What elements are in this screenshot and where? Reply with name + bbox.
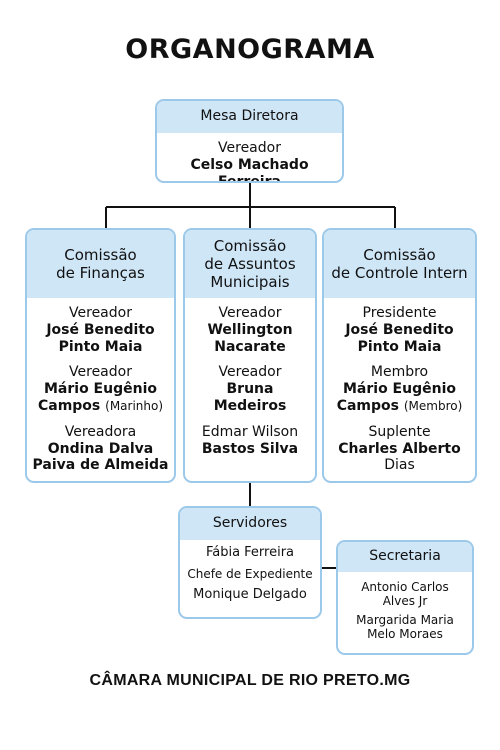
footer-caption: CÂMARA MUNICIPAL DE RIO PRETO.MG — [89, 672, 411, 689]
comissao-controle-interno-header: Comissão de Controle Intern — [324, 230, 475, 298]
header-line: Municipais — [210, 273, 290, 291]
member-role: Suplente — [368, 423, 431, 440]
servidor-line: Monique Delgado — [193, 586, 307, 602]
member-role: Vereador — [218, 364, 282, 381]
comissao-assuntos-municipais-box: Comissão de Assuntos Municipais Vereador… — [183, 228, 317, 483]
member: Vereador Mário Eugênio Campos (Marinho) — [27, 364, 174, 414]
secretaria-line: Alves Jr — [382, 594, 428, 609]
mesa-diretora-box: Mesa Diretora Vereador Celso Machado Fer… — [155, 99, 344, 183]
header-line: Comissão — [213, 237, 287, 255]
secretaria-line: Melo Moraes — [367, 627, 443, 642]
member-name: Mário Eugênio — [342, 381, 456, 398]
member-role: Presidente — [362, 305, 437, 321]
servidor-line: Chefe de Expediente — [187, 566, 313, 581]
header-line: de Finanças — [56, 264, 145, 282]
member-note: (Membro) — [403, 398, 463, 413]
member-role: Edmar Wilson — [201, 423, 299, 440]
member-role: Membro — [370, 364, 429, 381]
mesa-diretora-header: Mesa Diretora — [157, 101, 342, 133]
comissao-assuntos-municipais-header: Comissão de Assuntos Municipais — [185, 230, 315, 298]
header-line: Comissão — [64, 246, 137, 264]
member-role: Vereador — [69, 364, 132, 381]
member-name: Bastos Silva — [201, 440, 299, 457]
header-line: Comissão — [363, 246, 436, 264]
member: Membro Mário Eugênio Campos (Membro) — [324, 364, 475, 414]
header-line: de Controle Intern — [331, 264, 468, 282]
member: Vereador José Benedito Pinto Maia — [27, 305, 174, 355]
member: Edmar Wilson Bastos Silva — [185, 424, 315, 458]
member-name: José Benedito — [46, 321, 155, 338]
member: Antonio Carlos Alves Jr — [338, 580, 472, 609]
member-role: Vereadora — [64, 423, 137, 440]
member: Vereador Bruna Medeiros — [185, 364, 315, 414]
member: Vereador Wellington Nacarate — [185, 305, 315, 355]
member-note: (Marinho) — [105, 398, 164, 413]
member-name: José Benedito — [345, 321, 454, 338]
member-name: Pinto Maia — [58, 338, 143, 355]
member-name: Ondina Dalva — [47, 440, 154, 457]
mesa-role: Vereador — [218, 140, 281, 156]
comissao-controle-interno-box: Comissão de Controle Intern Presidente J… — [322, 228, 477, 483]
secretaria-line: Margarida Maria — [356, 612, 454, 627]
member-name-part: Campos — [37, 397, 101, 414]
member-name: Charles Alberto — [338, 440, 461, 457]
member-name: Campos (Marinho) — [27, 398, 174, 415]
comissao-financas-header: Comissão de Finanças — [27, 230, 174, 298]
secretaria-box: Secretaria Antonio Carlos Alves Jr Marga… — [336, 540, 474, 655]
member-name: Nacarate — [214, 338, 286, 355]
servidores-box: Servidores Fábia Ferreira Chefe de Exped… — [178, 506, 322, 619]
member-role: Vereador — [69, 305, 132, 321]
member: Presidente José Benedito Pinto Maia — [324, 305, 475, 355]
member-name: Paiva de Almeida — [32, 457, 169, 474]
member-name: Campos (Membro) — [324, 398, 475, 415]
member-name: Bruna — [226, 381, 274, 398]
secretaria-header: Secretaria — [338, 542, 472, 572]
member: Suplente Charles Alberto Dias — [324, 424, 475, 474]
comissao-financas-box: Comissão de Finanças Vereador José Bened… — [25, 228, 176, 483]
member-name: Pinto Maia — [357, 338, 442, 355]
servidor-line: Fábia Ferreira — [205, 545, 295, 560]
page-title: ORGANOGRAMA — [125, 34, 375, 65]
member: Vereadora Ondina Dalva Paiva de Almeida — [27, 424, 174, 474]
member-name: Mário Eugênio — [43, 381, 157, 398]
secretaria-line: Antonio Carlos — [361, 580, 449, 594]
header-line: de Assuntos — [204, 255, 296, 273]
member-name-extra: Dias — [384, 457, 415, 474]
member: Margarida Maria Melo Moraes — [338, 613, 472, 642]
member-role: Vereador — [218, 305, 282, 321]
servidores-header: Servidores — [180, 508, 320, 540]
member-name: Wellington — [207, 321, 293, 338]
member-name: Medeiros — [213, 397, 287, 414]
member-name-part: Campos — [336, 397, 399, 414]
mesa-name: Celso Machado Ferreira — [190, 156, 309, 183]
